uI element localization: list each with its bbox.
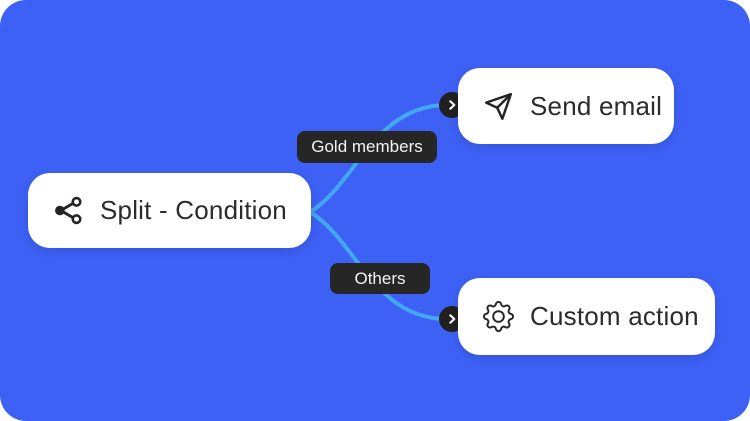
node-label: Send email [530, 90, 663, 121]
node-label: Custom action [530, 301, 699, 331]
branch-label-text: Others [354, 268, 406, 288]
gear-icon [483, 301, 514, 332]
chevron-right-icon [449, 314, 456, 324]
node-send-email[interactable]: Send email [458, 68, 674, 144]
paper-plane-icon [485, 92, 512, 120]
node-split-condition[interactable]: Split - Condition [28, 173, 311, 248]
node-custom-action[interactable]: Custom action [458, 278, 715, 355]
chevron-right-icon [449, 100, 456, 110]
branch-label-text: Gold members [311, 137, 423, 156]
split-branch-icon [55, 196, 82, 225]
branch-label-gold-members[interactable]: Gold members [297, 131, 437, 163]
node-label: Split - Condition [100, 195, 287, 225]
branch-label-others[interactable]: Others [330, 263, 430, 294]
